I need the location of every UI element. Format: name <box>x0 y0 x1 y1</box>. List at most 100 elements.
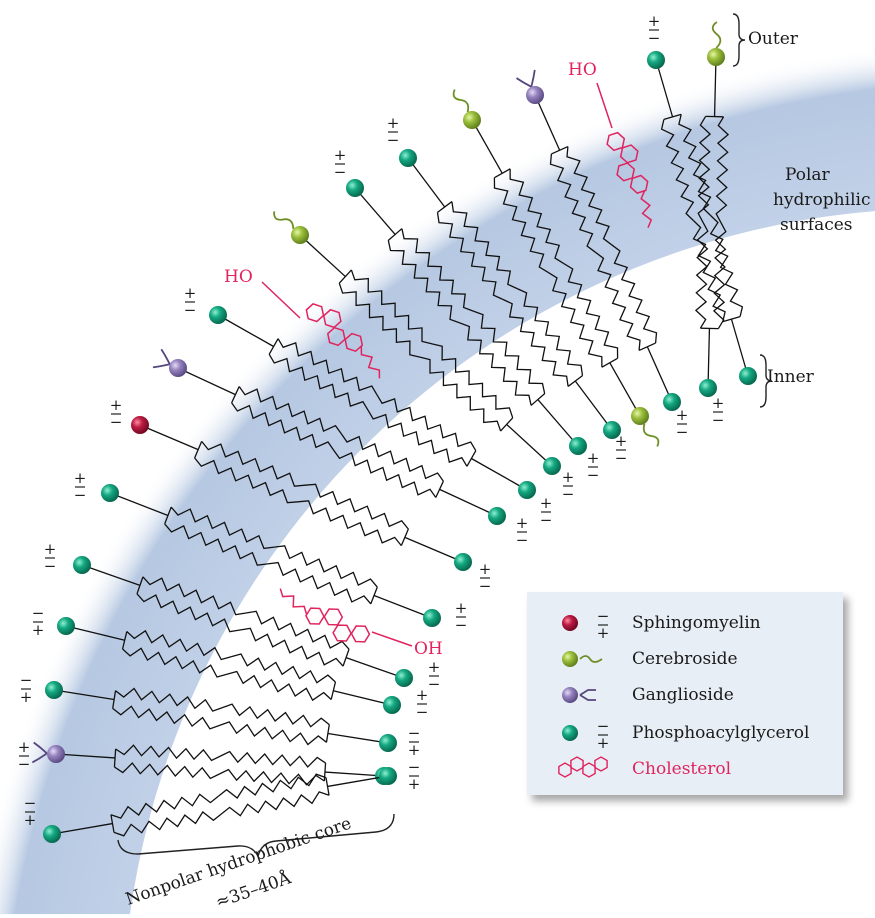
legend-label: Ganglioside <box>632 685 734 705</box>
svg-text:+: + <box>416 686 429 704</box>
svg-text:+: + <box>676 406 689 424</box>
legend-swatch <box>562 687 578 703</box>
charge-mark: −+ <box>24 794 37 829</box>
svg-text:+: + <box>648 12 661 30</box>
lipid-head <box>379 734 397 752</box>
svg-text:−: − <box>562 485 575 503</box>
svg-text:−: − <box>408 724 421 742</box>
legend-swatch <box>562 651 578 667</box>
lipid-head <box>101 484 119 502</box>
svg-text:−: − <box>712 411 725 429</box>
svg-text:+: + <box>408 775 421 793</box>
svg-text:+: + <box>334 146 347 164</box>
legend: −+SphingomyelinCerebrosideGanglioside−+P… <box>527 592 843 795</box>
svg-text:+: + <box>540 494 553 512</box>
svg-text:+: + <box>516 514 529 532</box>
inner-brace <box>760 355 772 407</box>
lipid-head <box>131 416 149 434</box>
cholesterol-molecule <box>273 578 372 654</box>
lipid-head <box>399 149 417 167</box>
charge-mark: +− <box>479 560 492 595</box>
polar-label-3: surfaces <box>780 215 853 235</box>
hydroxyl-label: HO <box>224 267 253 287</box>
svg-text:−: − <box>597 717 610 735</box>
svg-text:+: + <box>44 540 57 558</box>
charge-mark: +− <box>540 494 553 529</box>
svg-text:−: − <box>428 675 441 693</box>
svg-text:−: − <box>44 557 57 575</box>
svg-text:−: − <box>32 604 45 622</box>
charge-mark: −+ <box>408 758 421 793</box>
svg-text:+: + <box>455 599 468 617</box>
charge-mark: +− <box>387 114 400 149</box>
svg-text:+: + <box>20 688 33 706</box>
charge-mark: +− <box>334 146 347 181</box>
svg-text:+: + <box>32 621 45 639</box>
svg-text:+: + <box>712 394 725 412</box>
legend-label: Cholesterol <box>632 759 731 779</box>
legend-label: Sphingomyelin <box>632 613 761 633</box>
legend-label: Phosphoacylglycerol <box>632 723 809 743</box>
charge-mark: +− <box>455 599 468 634</box>
lipid-head <box>379 767 397 785</box>
svg-text:+: + <box>408 741 421 759</box>
svg-text:+: + <box>597 624 610 642</box>
svg-text:+: + <box>615 432 628 450</box>
svg-text:−: − <box>479 577 492 595</box>
svg-text:+: + <box>428 658 441 676</box>
svg-text:+: + <box>479 560 492 578</box>
legend-swatch <box>562 725 578 741</box>
svg-text:−: − <box>615 449 628 467</box>
charge-mark: +− <box>587 449 600 484</box>
svg-text:−: − <box>184 301 197 319</box>
charge-mark: −+ <box>408 724 421 759</box>
svg-text:+: + <box>24 811 37 829</box>
lipid-head <box>488 507 506 525</box>
svg-text:−: − <box>334 163 347 181</box>
charge-mark: +− <box>562 468 575 503</box>
svg-text:−: − <box>648 29 661 47</box>
svg-text:−: − <box>516 531 529 549</box>
svg-text:−: − <box>18 755 31 773</box>
svg-text:+: + <box>597 734 610 752</box>
charge-mark: +− <box>712 394 725 429</box>
lipid-head <box>631 407 658 446</box>
svg-text:+: + <box>74 469 87 487</box>
charge-mark: +− <box>74 469 87 504</box>
lipid-head <box>346 179 364 197</box>
svg-text:+: + <box>562 468 575 486</box>
svg-text:+: + <box>184 284 197 302</box>
svg-text:+: + <box>587 449 600 467</box>
charge-mark: +− <box>416 686 429 721</box>
hydroxyl-label: HO <box>568 60 597 80</box>
charge-mark: −+ <box>20 671 33 706</box>
charge-mark: +− <box>18 738 31 773</box>
lipid-head <box>518 481 536 499</box>
svg-text:−: − <box>110 413 123 431</box>
svg-text:−: − <box>74 486 87 504</box>
svg-text:+: + <box>387 114 400 132</box>
charge-mark: −+ <box>32 604 45 639</box>
lipid-head <box>45 681 63 699</box>
charge-mark: +− <box>428 658 441 693</box>
svg-text:−: − <box>416 703 429 721</box>
svg-text:−: − <box>587 466 600 484</box>
lipid-head <box>43 825 61 843</box>
legend-label: Cerebroside <box>632 649 738 669</box>
svg-text:−: − <box>676 423 689 441</box>
svg-text:+: + <box>18 738 31 756</box>
lipid-head <box>73 556 91 574</box>
svg-text:−: − <box>455 616 468 634</box>
lipid-head <box>383 696 401 714</box>
inner-label: Inner <box>767 367 815 387</box>
svg-text:−: − <box>540 511 553 529</box>
svg-text:+: + <box>110 396 123 414</box>
lipid-head <box>543 457 561 475</box>
svg-text:−: − <box>408 758 421 776</box>
lipid-head <box>395 669 413 687</box>
lipid-head <box>569 437 587 455</box>
hydroxyl-label: OH <box>414 639 443 659</box>
lipid-head <box>209 306 227 324</box>
